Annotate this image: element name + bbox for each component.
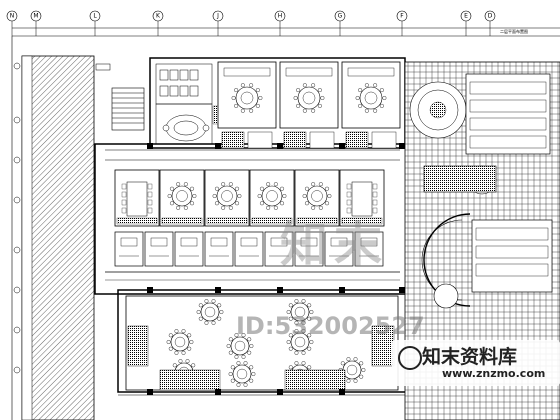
low-room (174, 231, 204, 267)
low-room (204, 231, 234, 267)
grid-bubble-k: K (152, 10, 164, 36)
left-edge-circles (13, 62, 21, 374)
column (277, 143, 283, 149)
mid-room (114, 169, 160, 227)
mid-room (339, 169, 385, 227)
banquet-table (196, 299, 224, 325)
low-room (144, 231, 174, 267)
restroom-block (155, 63, 213, 142)
top-dimension-line (12, 27, 560, 37)
grid-label: H (278, 13, 283, 20)
grid-label: L (93, 13, 97, 20)
site-logo-icon (398, 346, 422, 370)
banquet-table (286, 329, 314, 355)
grid-bubble-e: E (460, 10, 472, 36)
grid-label: F (400, 13, 404, 20)
top-room (217, 61, 277, 149)
column (147, 389, 153, 395)
top-room (279, 61, 339, 149)
column (399, 143, 405, 149)
watermark-site-badge: 知末资料库 www.znzmo.com (392, 340, 560, 386)
banquet-table (166, 329, 194, 355)
column (215, 143, 221, 149)
column (277, 389, 283, 395)
grid-bubble-l: L (89, 10, 101, 36)
grid-label: J (216, 13, 219, 20)
column (339, 143, 345, 149)
column (399, 287, 405, 293)
top-private-rooms (217, 61, 401, 149)
banquet-hall (118, 295, 408, 396)
low-room (234, 231, 264, 267)
grid-label: G (338, 13, 343, 20)
structural-columns (147, 143, 405, 395)
grid-label: K (156, 13, 161, 20)
grid-label: N (10, 13, 15, 20)
column (339, 287, 345, 293)
lower-service-rooms (105, 231, 400, 281)
mid-room (294, 169, 340, 227)
low-room (264, 231, 294, 267)
mid-room (159, 169, 205, 227)
grid-bubble-m: M (30, 10, 42, 36)
grid-bubble-n: N (6, 10, 18, 36)
banquet-table (228, 361, 256, 387)
low-room (114, 231, 144, 267)
top-room (341, 61, 401, 149)
hatched-roof-area (21, 55, 95, 420)
grid-label: E (464, 13, 468, 20)
central-corridor (105, 149, 400, 161)
column (215, 287, 221, 293)
column (147, 287, 153, 293)
grid-bubble-j: J (212, 10, 224, 36)
grid-bubble-g: G (334, 10, 346, 36)
site-url: www.znzmo.com (442, 367, 546, 380)
grid-label: M (33, 13, 38, 20)
grid-label: D (488, 13, 493, 20)
middle-private-rooms (114, 169, 385, 227)
grid-bubble-h: H (274, 10, 286, 36)
staircase (111, 87, 145, 131)
low-room (324, 231, 354, 267)
column (215, 389, 221, 395)
banquet-table (226, 333, 254, 359)
column (147, 143, 153, 149)
low-room (294, 231, 324, 267)
column (339, 389, 345, 395)
grid-bubble-d: D (484, 10, 496, 36)
column (277, 287, 283, 293)
mid-room (204, 169, 250, 227)
site-name: 知末资料库 (422, 346, 518, 368)
banquet-table (286, 299, 314, 325)
grid-bubble-f: F (396, 10, 408, 36)
mid-room (249, 169, 295, 227)
low-room (354, 231, 384, 267)
